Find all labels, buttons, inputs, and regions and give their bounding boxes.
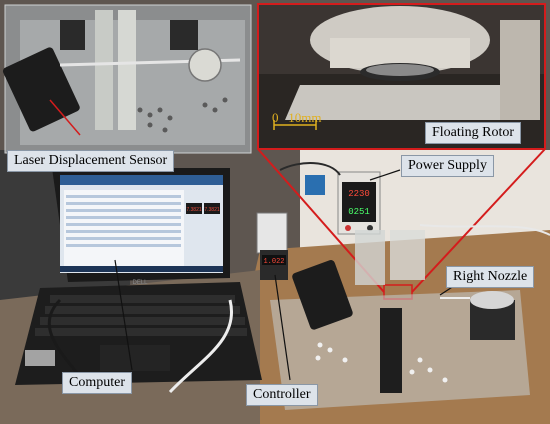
laptop-brand: DELL [132,280,148,286]
label-controller: Controller [246,384,318,406]
frame-post [95,10,113,130]
callout-box [257,3,546,150]
laser-sensor-inset [2,47,80,132]
label-floating-rotor: Floating Rotor [425,122,522,144]
controller-readout: 1.022 [263,258,284,266]
rotor-stage [470,291,514,309]
label-laser-displacement-sensor: Laser Displacement Sensor [7,150,175,172]
test-rig [270,230,530,410]
touchpad [100,345,170,371]
controller: 1.022 [256,212,288,280]
screen-readout-1: 7.3821 [186,207,202,213]
right-nozzle-holder [390,230,425,280]
laser-sensor [292,260,353,330]
frame-post [118,10,136,130]
scale-bar-label: 0 10mm [272,110,322,125]
stage-mount [60,20,85,50]
rotor-stage-inset [188,48,222,82]
voltage-readout: 2230 [348,189,370,199]
stage-mount [170,20,198,50]
label-power-supply: Power Supply [401,155,494,177]
label-computer: Computer [62,372,132,394]
base-block [285,85,520,120]
vertical-stage [380,308,402,393]
left-nozzle-holder [355,230,385,285]
power-supply: 2230 0251 [305,171,381,235]
current-readout: 0251 [348,207,370,217]
inset-top-left [2,4,252,154]
callout-line-right [411,148,546,293]
label-right-nozzle: Right Nozzle [446,266,535,288]
blue-module [305,175,325,195]
laptop: 7.3821 7.3821 DELL [15,168,262,385]
screen-readout-2: 7.3821 [204,207,220,213]
controller-module [256,212,288,254]
